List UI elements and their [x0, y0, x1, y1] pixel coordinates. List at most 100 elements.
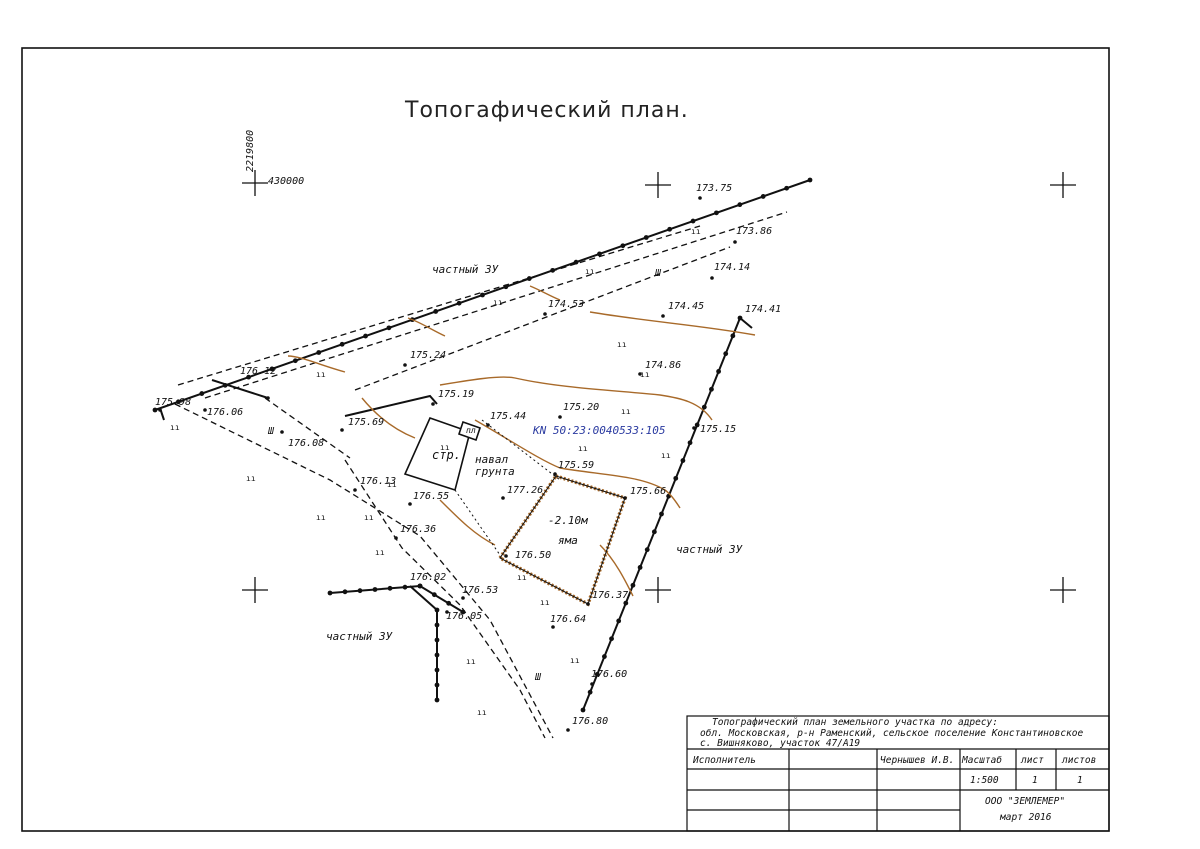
elevation-point	[733, 240, 737, 244]
grass-mark: ıı	[440, 443, 450, 452]
stamp-description-2: обл. Московская, р-н Раменский, сельское…	[700, 728, 1083, 739]
elevation-point	[203, 408, 207, 412]
stamp-description-1: Топографический план земельного участка …	[712, 717, 998, 728]
fence-post	[152, 407, 158, 413]
elevation-label: 176.12	[240, 366, 276, 377]
stamp-executor-name: Чернышев И.В.	[880, 755, 954, 766]
elevation-label: 176.60	[591, 669, 627, 680]
grass-mark: ıı	[170, 423, 180, 432]
elevation-point	[586, 602, 590, 606]
fence-post	[630, 582, 636, 588]
fence-post	[784, 185, 790, 191]
grass-mark: ıı	[493, 298, 503, 307]
elevation-label: 175.98	[155, 397, 191, 408]
stamp-description-3: с. Вишняково, участок 47/А19	[700, 738, 860, 749]
fence-post	[643, 235, 649, 240]
elevation-point	[638, 372, 642, 376]
fence-post	[387, 585, 393, 591]
elevation-label: 174.53	[548, 299, 584, 310]
fence-post	[602, 654, 607, 659]
fence-post	[434, 622, 440, 628]
elevation-point	[738, 316, 742, 320]
fence-post	[446, 600, 452, 606]
elevation-label: 175.69	[348, 417, 384, 428]
fence-post	[292, 358, 298, 364]
grid-x-coordinate: 2219800	[245, 130, 256, 172]
pit-label: яма	[558, 534, 578, 547]
elevation-point	[353, 488, 357, 492]
elevation-label: 175.44	[490, 411, 526, 422]
dotted-lines	[454, 419, 561, 556]
elevation-label: 175.15	[700, 424, 736, 435]
elevation-label: 176.08	[288, 438, 324, 449]
elevation-label: 176.36	[400, 524, 436, 535]
elevation-label: 176.05	[446, 611, 482, 622]
elevation-point	[408, 502, 412, 506]
cadastral-number: КN 50:23:0040533:105	[532, 424, 665, 437]
fence-post	[709, 386, 714, 392]
elevation-point	[504, 554, 508, 558]
elevation-label: 175.19	[438, 389, 474, 400]
elevation-label: 175.24	[410, 350, 446, 361]
fence-post	[199, 391, 205, 396]
elevation-point	[418, 584, 422, 588]
fence-post	[673, 475, 679, 481]
fence-post	[269, 366, 275, 372]
stamp-sheet-label: лист	[1020, 755, 1044, 766]
elevation-point	[623, 496, 627, 500]
fence-post	[434, 667, 440, 673]
fence-post	[246, 374, 251, 380]
fence-post	[690, 218, 696, 224]
stamp-executor-label: Исполнитель	[692, 755, 756, 766]
fence-post	[342, 589, 348, 595]
elevation-label: 176.13	[360, 476, 396, 487]
fence-post	[222, 382, 228, 388]
elevation-label: 176.80	[572, 716, 608, 727]
fence-post	[807, 177, 813, 183]
road-grass-mark: Ш	[654, 268, 662, 279]
fence-post	[386, 325, 392, 331]
elevation-point	[461, 596, 465, 600]
elevation-label: 174.45	[668, 301, 704, 312]
stamp-sheets: 1	[1077, 775, 1083, 786]
fence-post	[434, 697, 440, 703]
elevation-point	[661, 314, 665, 318]
elevation-point	[340, 428, 344, 432]
elevation-label: 175.20	[563, 402, 599, 413]
fence-post	[402, 584, 408, 590]
elevation-point	[266, 396, 270, 400]
fence-post	[667, 226, 673, 232]
grass-mark: ıı	[661, 451, 671, 460]
stamp-date: март 2016	[999, 812, 1052, 823]
grass-mark: ıı	[375, 548, 385, 557]
elevation-label: 176.64	[550, 614, 586, 625]
fence-post	[680, 458, 686, 463]
elevation-label: 174.41	[745, 304, 781, 315]
stamp-sheet: 1	[1032, 775, 1038, 786]
elevation-point	[558, 415, 562, 419]
fence-post	[716, 369, 721, 374]
fence-post	[339, 341, 345, 347]
elevation-label: 176.02	[410, 572, 446, 583]
fence-post	[723, 351, 729, 357]
elevation-point	[501, 496, 505, 500]
grass-mark: ıı	[585, 267, 595, 276]
fence-post	[760, 194, 766, 199]
fence-post	[594, 671, 600, 677]
fence-post	[737, 202, 743, 208]
stamp-scale: 1:500	[970, 775, 999, 786]
elevation-point	[280, 430, 284, 434]
fence-post	[431, 592, 437, 598]
elevation-label: 176.06	[207, 407, 243, 418]
fence-post	[433, 309, 439, 314]
fence-post	[701, 404, 707, 410]
grass-mark: ıı	[578, 444, 588, 453]
elevation-label: 176.37	[592, 590, 628, 601]
stamp-scale-label: Масштаб	[961, 755, 1002, 766]
road-edges	[174, 211, 788, 739]
grass-mark: ıı	[570, 656, 580, 665]
soil-pile-label-2: грунта	[475, 465, 515, 478]
neighbor-label-southwest: частный ЗУ	[326, 630, 393, 643]
grass-mark: ıı	[387, 480, 397, 489]
elevation-point	[590, 682, 594, 686]
